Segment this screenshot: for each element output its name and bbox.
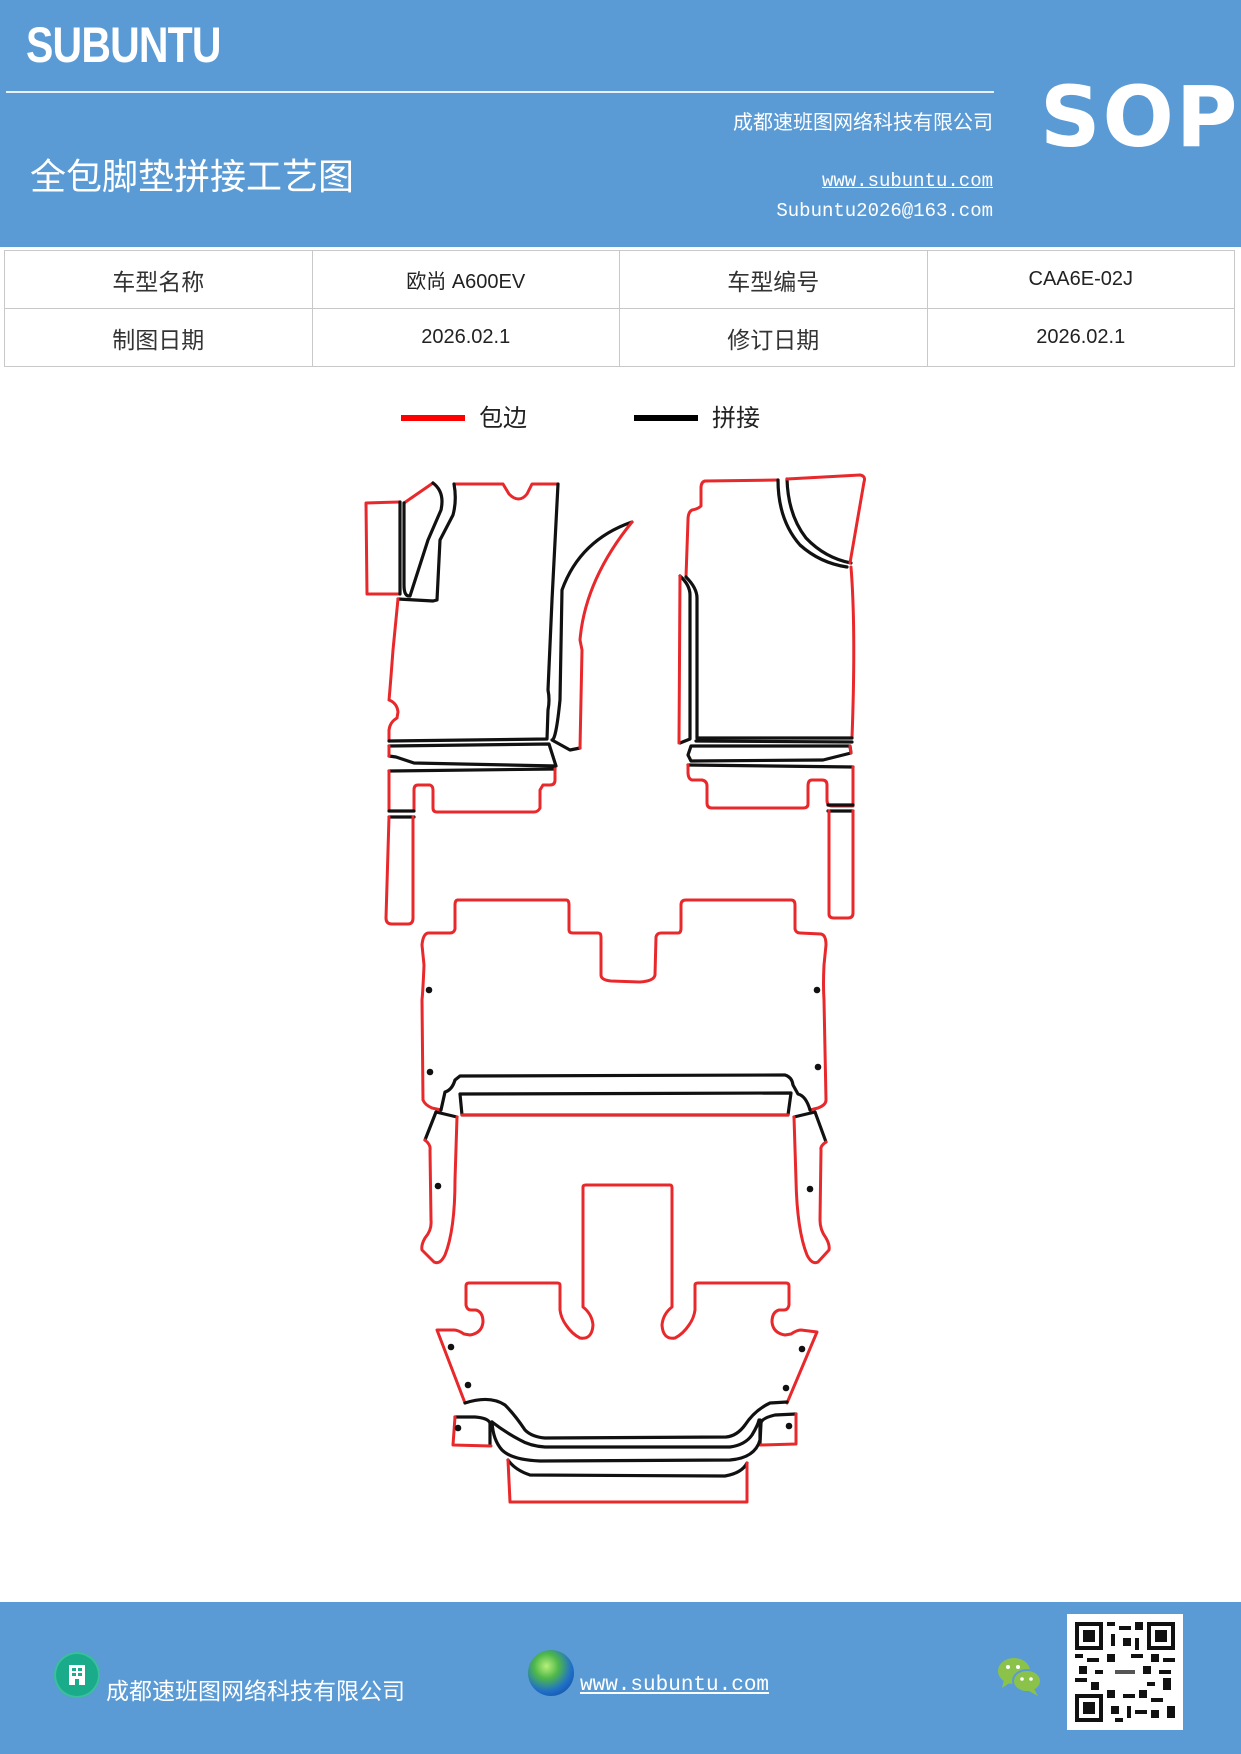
sop-badge: SOP xyxy=(1040,68,1240,166)
legend-label: 拼接 xyxy=(712,404,760,432)
model-name-label: 车型名称 xyxy=(4,250,313,309)
model-code-label: 车型编号 xyxy=(619,250,928,309)
revision-date-label: 修订日期 xyxy=(619,308,928,367)
building-icon xyxy=(54,1652,100,1698)
vehicle-info-table: 车型名称 欧尚 A600EV 车型编号 CAA6E-02J 制图日期 2026.… xyxy=(4,250,1235,367)
drawing-date-label: 制图日期 xyxy=(4,308,313,367)
revision-date-value: 2026.02.1 xyxy=(926,308,1235,367)
footer-company-name: 成都速班图网络科技有限公司 xyxy=(106,1679,405,1705)
table-row: 车型名称 欧尚 A600EV 车型编号 CAA6E-02J xyxy=(4,250,1235,309)
table-row: 制图日期 2026.02.1 修订日期 2026.02.1 xyxy=(4,308,1235,367)
header-email: Subuntu2026@163.com xyxy=(776,200,993,222)
drawing-date-value: 2026.02.1 xyxy=(311,308,620,367)
header-divider xyxy=(6,91,994,93)
globe-icon xyxy=(528,1650,574,1696)
brand-logo: SUBUNTU xyxy=(26,17,222,73)
diagram-legend: 包边 拼接 xyxy=(0,398,1241,438)
black-line-swatch-icon xyxy=(634,414,698,421)
page-footer: 成都速班图网络科技有限公司 www.subuntu.com xyxy=(0,1602,1241,1754)
header-website-link[interactable]: www.subuntu.com xyxy=(821,170,993,192)
qr-code[interactable] xyxy=(1067,1614,1183,1730)
document-title: 全包脚垫拼接工艺图 xyxy=(30,157,355,198)
legend-item-splicing: 拼接 xyxy=(634,398,760,433)
red-line-swatch-icon xyxy=(401,414,465,421)
page-header: SUBUNTU 全包脚垫拼接工艺图 成都速班图网络科技有限公司 www.subu… xyxy=(0,0,1241,247)
header-company-name: 成都速班图网络科技有限公司 xyxy=(733,110,993,134)
model-name-value: 欧尚 A600EV xyxy=(311,250,620,309)
driver-pedal-panel xyxy=(364,500,402,596)
legend-item-edge-binding: 包边 xyxy=(401,398,527,433)
legend-label: 包边 xyxy=(479,404,527,432)
footer-website-link[interactable]: www.subuntu.com xyxy=(580,1674,770,1697)
model-code-value: CAA6E-02J xyxy=(926,250,1235,309)
wechat-icon xyxy=(996,1654,1044,1698)
